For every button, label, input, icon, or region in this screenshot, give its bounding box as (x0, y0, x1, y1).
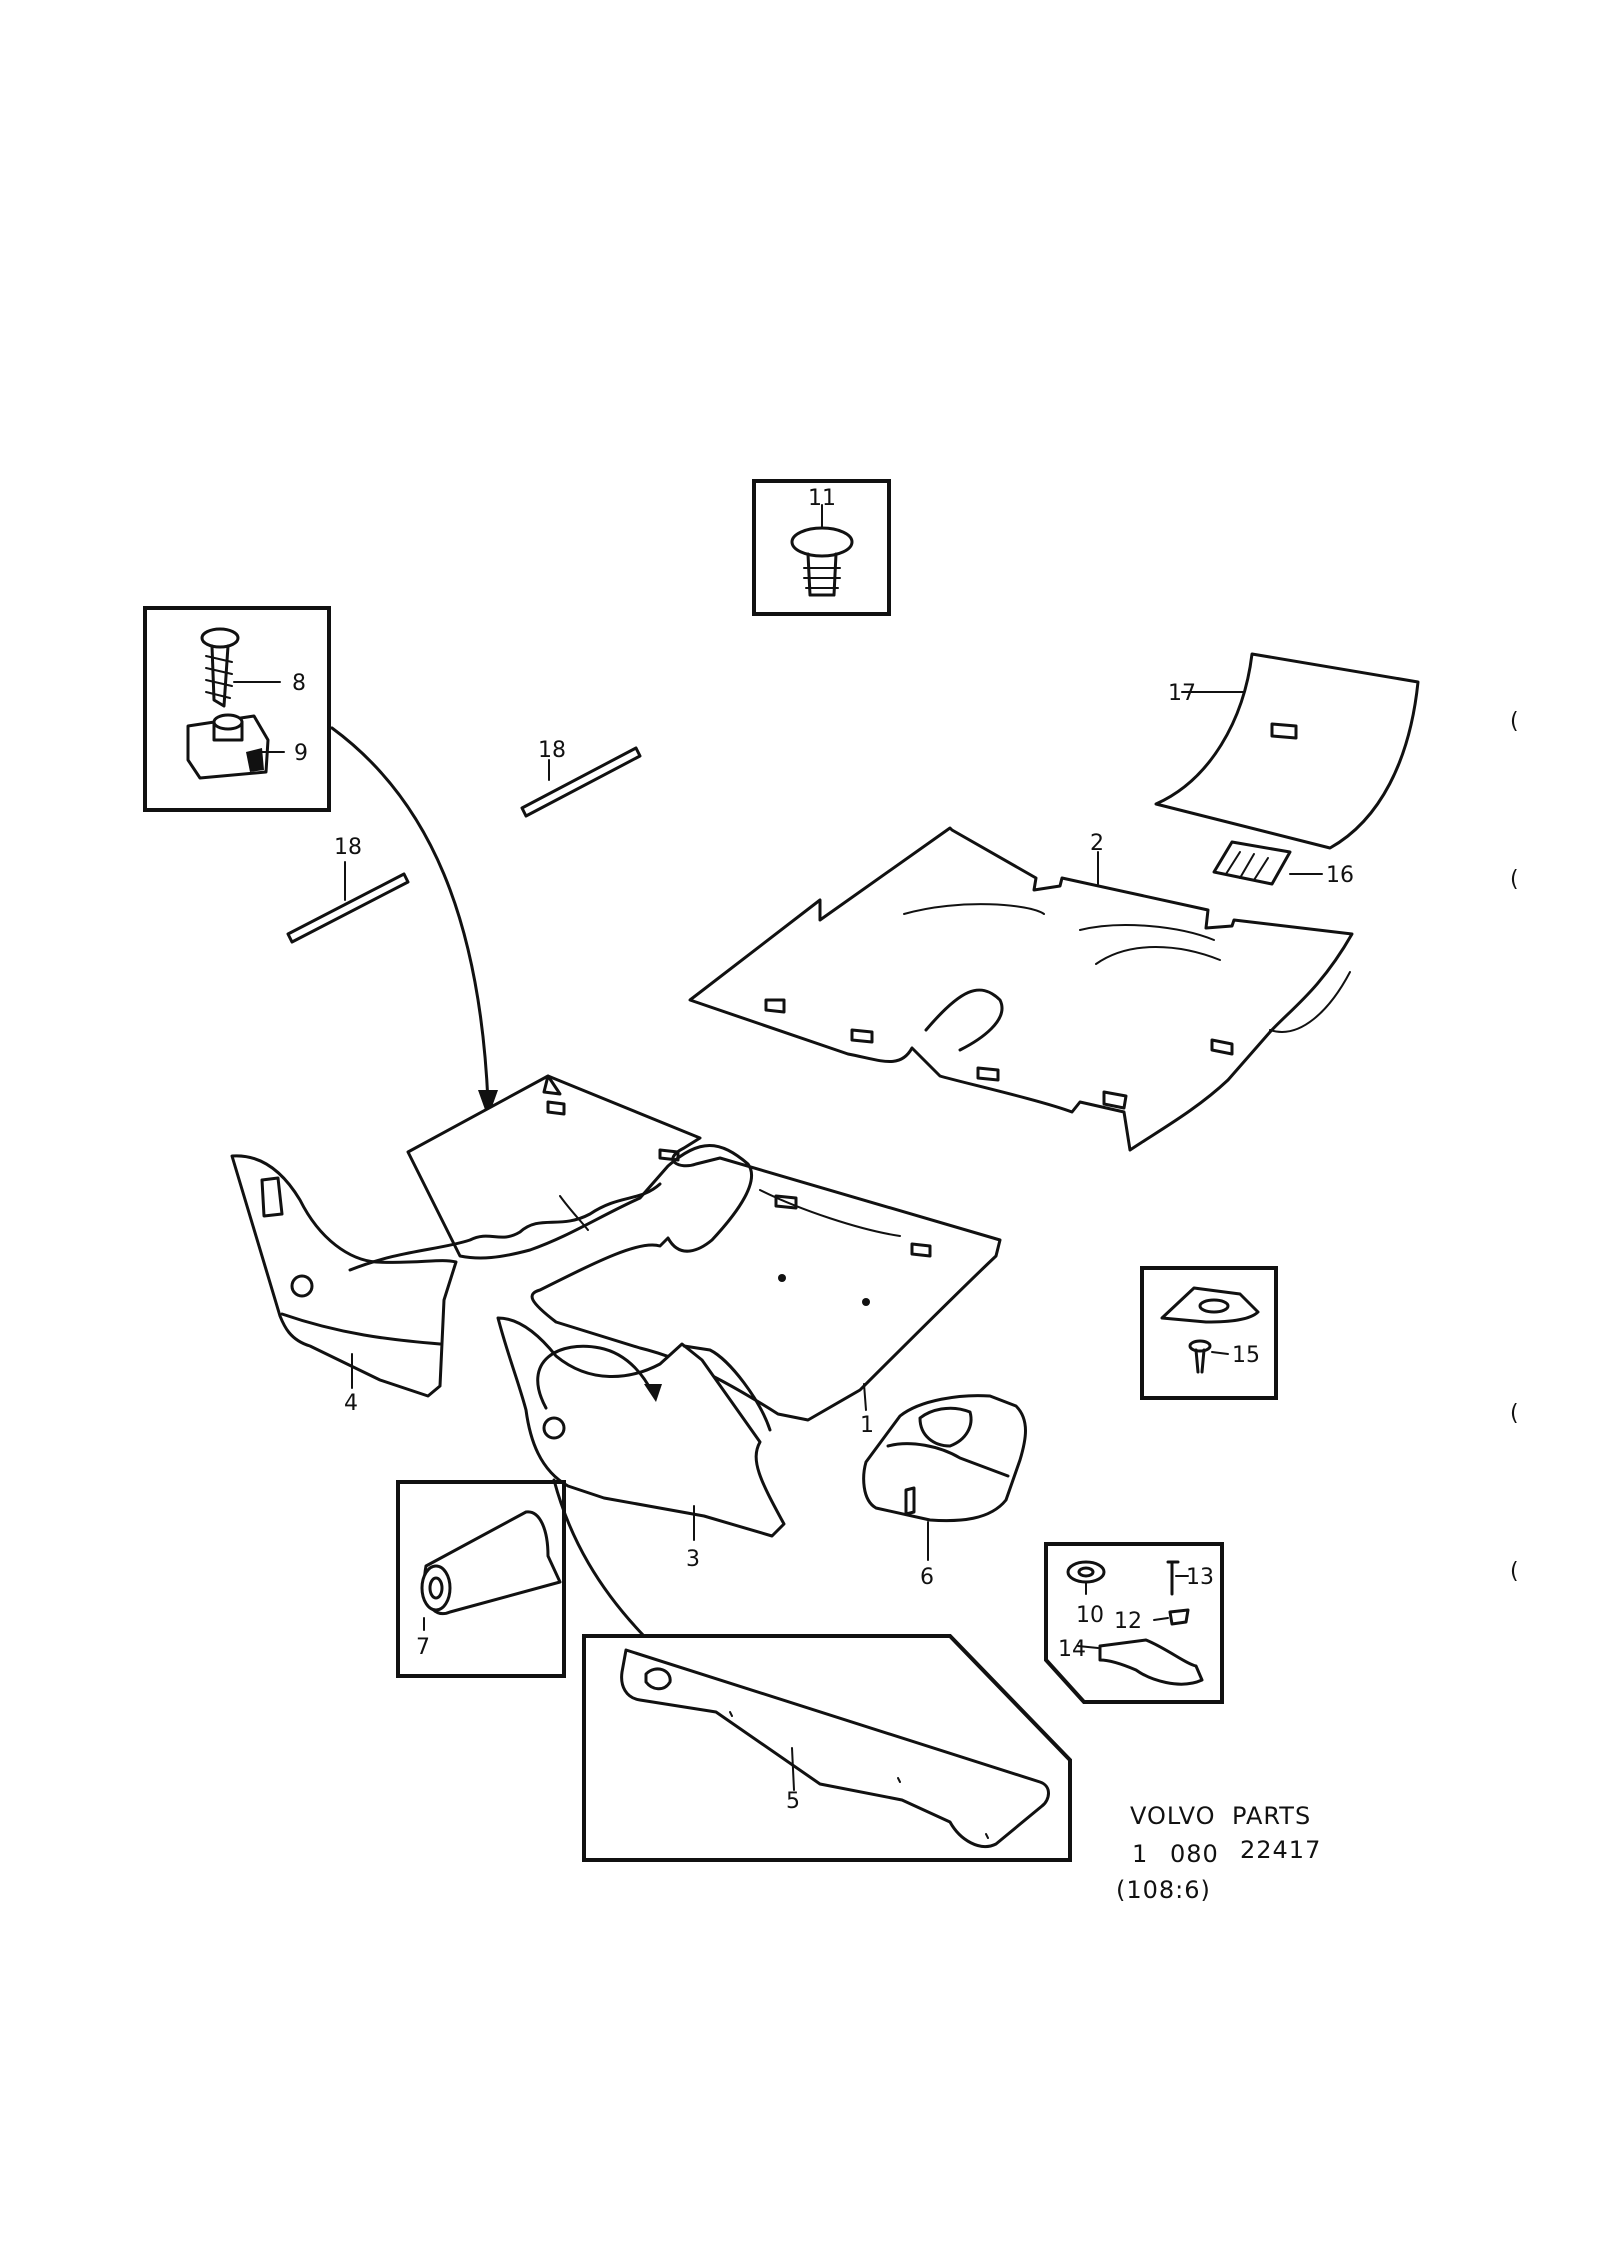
label-6: 6 (920, 1565, 934, 1590)
caption-number-c: 22417 (1240, 1836, 1321, 1864)
caption-number-b: 080 (1170, 1840, 1219, 1868)
margin-mark: ( (1510, 1559, 1519, 1584)
arrow-head-panel-3 (644, 1384, 662, 1402)
label-3: 3 (686, 1547, 700, 1572)
label-18-lower: 18 (334, 835, 362, 860)
margin-mark: ( (1510, 1401, 1519, 1426)
label-13: 13 (1186, 1565, 1214, 1590)
label-9: 9 (294, 741, 308, 766)
leader-3-to-5 (552, 1478, 646, 1638)
caption-parts: PARTS (1232, 1802, 1311, 1830)
inset-box-5 (582, 1634, 1072, 1862)
inset-box-15 (1140, 1266, 1278, 1400)
part-1-front-carpet (406, 1074, 1002, 1422)
part-18-strip-upper (520, 746, 642, 818)
label-14: 14 (1058, 1637, 1086, 1662)
label-18-upper: 18 (538, 738, 566, 763)
label-7: 7 (416, 1635, 430, 1660)
margin-marks: ( ( ( ( (1510, 709, 1519, 1584)
part-3-right-panel (496, 1316, 786, 1541)
caption-brand: VOLVO (1130, 1802, 1216, 1830)
label-1: 1 (860, 1413, 874, 1438)
caption-ref: (108:6) (1116, 1876, 1211, 1904)
caption-number-a: 1 (1132, 1840, 1148, 1868)
margin-mark: ( (1510, 867, 1519, 892)
label-16: 16 (1326, 863, 1354, 888)
part-18-strip-lower (286, 861, 410, 944)
label-11: 11 (808, 486, 836, 511)
label-12: 12 (1114, 1609, 1142, 1634)
part-16-pad (1212, 840, 1323, 886)
label-4: 4 (344, 1391, 358, 1416)
part-17-rear-mat (1154, 652, 1420, 850)
inset-box-10-14 (1044, 1542, 1224, 1704)
label-17: 17 (1168, 681, 1196, 706)
carpet-tear-edge (348, 1182, 662, 1272)
caption-block: VOLVO PARTS 1 080 22417 (108:6) (1116, 1802, 1321, 1904)
label-10: 10 (1076, 1603, 1104, 1628)
label-15: 15 (1232, 1343, 1260, 1368)
label-5: 5 (786, 1789, 800, 1814)
part-2-rear-carpet (688, 826, 1354, 1152)
leader-arrow-8-9 (330, 726, 490, 1104)
inset-box-11 (752, 479, 891, 616)
label-8: 8 (292, 671, 306, 696)
part-4-left-panel (230, 1154, 458, 1398)
part-6-housing (862, 1394, 1027, 1561)
inset-box-8-9 (143, 606, 331, 812)
label-2: 2 (1090, 831, 1104, 856)
inset-box-7 (396, 1480, 566, 1678)
panel-3-arrow-loop (536, 1344, 654, 1410)
arrow-head-8-9 (478, 1090, 498, 1118)
margin-mark: ( (1510, 709, 1519, 734)
